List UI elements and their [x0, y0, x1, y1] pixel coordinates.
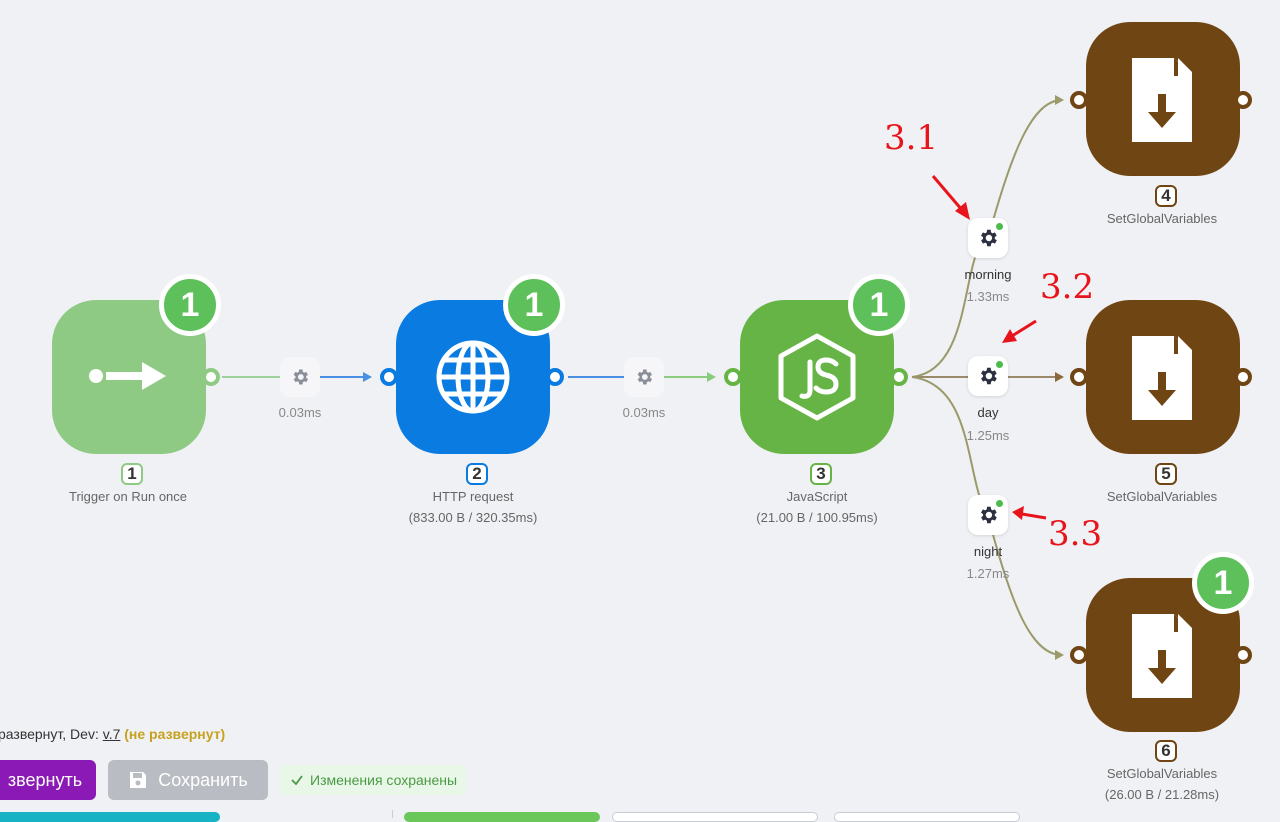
save-button[interactable]: Сохранить — [108, 760, 268, 800]
bottom-toolbar-strip-green[interactable] — [404, 812, 600, 822]
version-link[interactable]: v.7 — [102, 726, 121, 742]
link-2-3-time: 0.03ms — [622, 405, 666, 420]
route-name-night: night — [973, 544, 1003, 559]
node-6-number: 6 — [1155, 740, 1177, 762]
bottom-toolbar-strip-outline-1[interactable] — [612, 812, 818, 822]
vertical-divider — [392, 810, 393, 818]
node-trigger-number: 1 — [121, 463, 143, 485]
route-time-night: 1.27ms — [966, 566, 1010, 581]
gear-icon — [981, 506, 997, 524]
node-setglobalvariables-6[interactable] — [1064, 578, 1264, 738]
node-javascript-output-port[interactable] — [890, 368, 908, 386]
node-5-number: 5 — [1155, 463, 1177, 485]
deploy-button[interactable]: звернуть — [0, 760, 96, 800]
route-filter-night[interactable] — [968, 495, 1008, 535]
annotation-arrow-3-1 — [931, 175, 964, 211]
node-javascript-detail: (21.00 B / 100.95ms) — [756, 510, 878, 525]
node-trigger-output-port[interactable] — [202, 368, 220, 386]
link-1-2-filter[interactable] — [280, 357, 320, 397]
link-2-3-filter[interactable] — [624, 357, 664, 397]
annotation-3-1: 3.1 — [884, 118, 939, 158]
route-filter-morning[interactable] — [968, 218, 1008, 258]
route-time-day: 1.25ms — [966, 428, 1010, 443]
node-setglobalvariables-4[interactable] — [1064, 22, 1264, 182]
route-name-morning: morning — [964, 267, 1012, 282]
save-button-label: Сохранить — [158, 769, 248, 790]
route-name-day: day — [977, 405, 999, 420]
nodejs-icon — [778, 333, 856, 421]
link-2-3-arrow — [707, 372, 716, 382]
deploy-status: развернут, Dev: v.7 (не развернут) — [0, 726, 225, 742]
status-dot — [996, 361, 1003, 368]
save-icon — [130, 772, 147, 788]
deploy-button-label: звернуть — [7, 769, 83, 790]
node-4-label: SetGlobalVariables — [1106, 211, 1218, 226]
arrow-right-icon — [89, 362, 166, 390]
file-download-icon — [1132, 614, 1192, 698]
node-4-output-port[interactable] — [1234, 91, 1252, 109]
node-javascript-label: JavaScript — [786, 489, 848, 504]
link-1-2-arrow — [363, 372, 372, 382]
gear-icon — [981, 229, 997, 247]
annotation-3-2: 3.2 — [1040, 267, 1095, 307]
deploy-status-prefix: развернут, Dev: — [0, 726, 103, 742]
status-dot — [996, 223, 1003, 230]
node-4-number: 4 — [1155, 185, 1177, 207]
check-icon — [291, 775, 303, 786]
node-trigger-count-badge: 1 — [159, 274, 221, 336]
route-filter-day[interactable] — [968, 356, 1008, 396]
node-http-label: HTTP request — [432, 489, 514, 504]
file-download-icon — [1132, 58, 1192, 142]
file-download-icon — [1132, 336, 1192, 420]
node-5-label: SetGlobalVariables — [1106, 489, 1218, 504]
status-dot — [996, 500, 1003, 507]
globe-icon — [436, 340, 510, 414]
saved-notice: Изменения сохранены — [280, 765, 468, 795]
link-1-2-time: 0.03ms — [278, 405, 322, 420]
node-5-output-port[interactable] — [1234, 368, 1252, 386]
annotation-3-3: 3.3 — [1048, 514, 1103, 554]
node-http-output-port[interactable] — [546, 368, 564, 386]
annotation-arrow-3-2 — [1011, 319, 1037, 338]
saved-notice-text: Изменения сохранены — [310, 772, 458, 788]
bottom-toolbar-strip-teal[interactable] — [0, 812, 220, 822]
node-6-output-port[interactable] — [1234, 646, 1252, 664]
gear-icon — [637, 369, 652, 385]
node-6-count-badge: 1 — [1192, 552, 1254, 614]
gear-icon — [981, 367, 997, 385]
node-javascript-count-badge: 1 — [848, 274, 910, 336]
node-6-label: SetGlobalVariables — [1106, 766, 1218, 781]
bottom-toolbar-strip-outline-2[interactable] — [834, 812, 1020, 822]
annotation-arrow-3-3 — [1021, 512, 1047, 520]
deploy-warning: (не развернут) — [124, 726, 226, 742]
node-http-number: 2 — [466, 463, 488, 485]
route-time-morning: 1.33ms — [966, 289, 1010, 304]
node-javascript-number: 3 — [810, 463, 832, 485]
node-http-detail: (833.00 B / 320.35ms) — [408, 510, 538, 525]
node-setglobalvariables-5[interactable] — [1064, 300, 1264, 460]
node-trigger-label: Trigger on Run once — [68, 489, 188, 504]
node-6-detail: (26.00 B / 21.28ms) — [1104, 787, 1220, 802]
gear-icon — [293, 369, 308, 385]
node-http-count-badge: 1 — [503, 274, 565, 336]
